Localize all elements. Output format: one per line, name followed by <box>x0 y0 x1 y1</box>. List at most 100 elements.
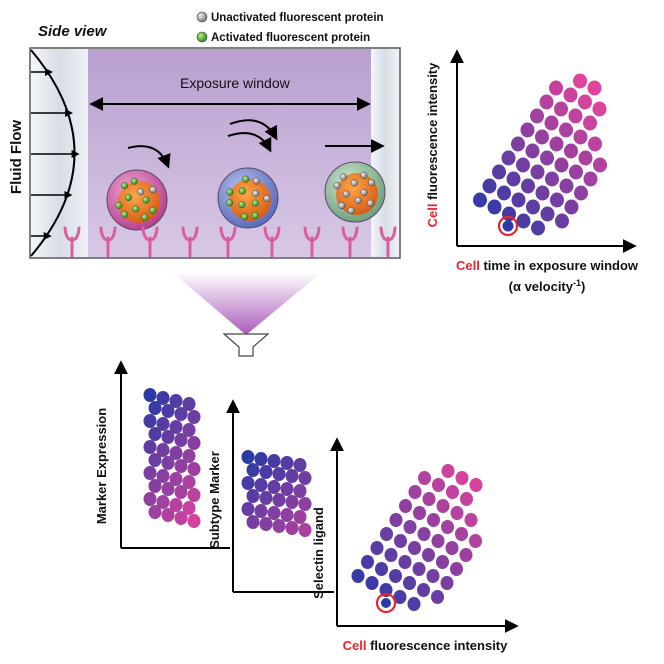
scatter-point <box>530 164 545 180</box>
scatter-point <box>389 513 403 527</box>
scatter-point <box>554 157 569 173</box>
exposure-window-label: Exposure window <box>180 75 291 91</box>
rotation-arrow-2a <box>227 132 272 153</box>
unactivated-protein <box>360 188 368 197</box>
scatter-point <box>450 506 464 520</box>
scatter-point <box>293 510 307 524</box>
top-plot-x-sublabel: (α velocity-1) <box>509 278 586 294</box>
unactivated-protein <box>367 179 376 187</box>
scatter-point <box>148 427 162 441</box>
scatter-point <box>254 452 268 466</box>
unactivated-protein <box>263 194 271 203</box>
rolling-cells <box>106 161 386 231</box>
scatter-point <box>569 164 583 180</box>
scatter-point <box>550 192 564 208</box>
scatter-point <box>583 115 597 131</box>
scatter-point <box>559 178 574 194</box>
activated-protein <box>238 201 246 209</box>
scatter-point <box>254 478 268 492</box>
scatter-point <box>246 463 260 477</box>
scatter-point <box>555 213 569 229</box>
scatter-point <box>403 520 417 534</box>
side-view-label: Side view <box>38 23 108 40</box>
scatter-point <box>169 446 183 460</box>
selectin-receptors <box>63 226 397 258</box>
chamber-left-region <box>31 49 88 257</box>
scatter-point <box>187 462 201 476</box>
receptor-head <box>341 226 359 242</box>
scatter-point <box>497 185 511 201</box>
scatter-point <box>520 122 535 138</box>
receptor-head <box>303 226 321 242</box>
unactivated-protein <box>360 171 368 179</box>
scatter-point <box>174 511 188 525</box>
scatter-point <box>408 485 422 499</box>
scatter-point <box>417 583 430 597</box>
scatter-point <box>511 192 526 208</box>
scatter-point <box>540 150 554 166</box>
scatter-point <box>187 488 201 502</box>
unactivated-protein <box>366 199 374 207</box>
scatter-point <box>246 489 260 503</box>
scatter-point <box>161 456 175 470</box>
bottom-plot-3: Selectin ligand Cell fluorescence intens… <box>311 437 519 653</box>
scatter-point <box>492 164 506 180</box>
top-plot-x-label: Cell time in exposure window <box>456 258 639 273</box>
scatter-point <box>417 527 431 541</box>
scatter-point <box>174 433 188 447</box>
activated-protein <box>124 193 132 202</box>
scatter-point <box>298 523 312 537</box>
scatter-point <box>578 150 593 166</box>
scatter-point <box>407 597 421 611</box>
selectin-plot-highlight-ring <box>375 592 397 614</box>
scatter-point <box>187 514 201 528</box>
scatter-point <box>187 410 201 424</box>
scatter-point <box>272 467 286 481</box>
scatter-point <box>246 515 260 529</box>
scatter-point <box>148 401 162 415</box>
activated-protein <box>149 206 157 214</box>
activated-protein <box>226 199 234 207</box>
scatter-point <box>272 493 286 507</box>
scatter-point <box>573 73 587 89</box>
scatter-point <box>259 517 273 531</box>
scatter-point <box>285 495 299 509</box>
scatter-point <box>441 520 454 534</box>
scatter-point <box>241 476 255 490</box>
scatter-point <box>241 502 255 516</box>
activated-protein <box>132 205 140 213</box>
chamber-right-region <box>371 49 399 257</box>
activated-protein <box>115 201 123 209</box>
scatter-point <box>440 576 454 590</box>
scatter-point <box>413 506 426 520</box>
scatter-point <box>259 465 273 479</box>
scatter-point <box>267 480 281 494</box>
cell-2 <box>217 167 279 229</box>
scatter-point <box>148 453 162 467</box>
scatter-point <box>418 471 431 485</box>
scatter-point <box>441 464 455 478</box>
scatter-point <box>148 505 162 519</box>
scatter-point <box>459 548 473 562</box>
scatter-point <box>148 479 162 493</box>
cell-1 <box>106 169 168 231</box>
scatter-point <box>455 527 468 541</box>
scatter-point <box>545 171 559 187</box>
scatter-point <box>182 423 196 437</box>
scatter-point <box>161 430 175 444</box>
selectin-plot-points <box>351 464 483 611</box>
top-plot: Cell fluorescence intensity Cell time in… <box>425 49 639 294</box>
scatter-point <box>531 220 545 236</box>
scatter-point <box>408 541 421 555</box>
scatter-point <box>526 199 540 215</box>
microscope-objective <box>172 272 322 357</box>
scatter-point <box>588 136 602 152</box>
scatter-point <box>143 466 157 480</box>
scatter-point <box>446 485 459 499</box>
fluid-flow-label: Fluid Flow <box>8 120 25 194</box>
top-plot-highlight-ring <box>497 215 519 237</box>
scatter-point <box>174 407 188 421</box>
scatter-point <box>280 508 294 522</box>
scatter-point <box>516 213 531 229</box>
bottom-x-label: Cell fluorescence intensity <box>343 638 509 653</box>
